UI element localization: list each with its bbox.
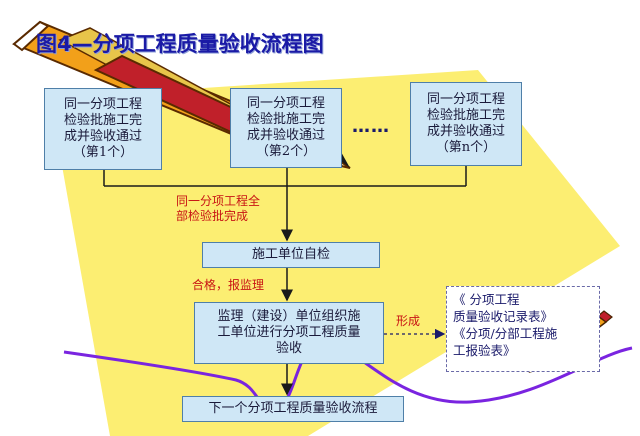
supervision-box-line-2: 工单位进行分项工程质量 xyxy=(217,325,361,340)
batch-box-first-line-3: 成并验收通过 xyxy=(63,129,142,144)
page-title: 图4—分项工程质量验收流程图 xyxy=(36,32,324,56)
label-all-batches-complete: 同一分项工程全 部检验批完成 xyxy=(176,194,260,224)
flow-connectors xyxy=(103,166,467,396)
batch-box-nth-line-4: （第n个） xyxy=(435,140,497,155)
record-box-line-1: 《 分项工程 xyxy=(453,292,520,307)
label-all-batches-complete-line-1: 同一分项工程全 xyxy=(176,194,261,208)
supervision-box-line-3: 验收 xyxy=(275,341,302,356)
record-box-line-4: 工报验表》 xyxy=(453,343,516,358)
batch-box-nth-line-2: 检验批施工完 xyxy=(426,108,505,123)
label-all-batches-complete-line-2: 部检验批完成 xyxy=(176,209,249,223)
batch-box-first: 同一分项工程 检验批施工完 成并验收通过 （第1个） xyxy=(44,88,162,170)
record-box-line-2: 质量验收记录表》 xyxy=(453,309,554,324)
record-box-line-3: 《分项/分部工程施 xyxy=(453,326,558,341)
batch-box-second: 同一分项工程 检验批施工完 成并验收通过 （第2个） xyxy=(230,88,342,168)
batch-box-second-line-4: （第2个） xyxy=(255,144,317,159)
supervision-box-line-1: 监理（建设）单位组织施 xyxy=(217,309,361,324)
batch-box-first-line-1: 同一分项工程 xyxy=(63,97,142,112)
ellipsis-more-batches: …… xyxy=(352,116,390,137)
batch-box-nth-line-3: 成并验收通过 xyxy=(426,124,505,139)
batch-box-second-line-2: 检验批施工完 xyxy=(246,112,325,127)
supervision-acceptance-box: 监理（建设）单位组织施 工单位进行分项工程质量 验收 xyxy=(194,302,384,364)
batch-box-first-line-4: （第1个） xyxy=(72,145,134,160)
batch-box-second-line-3: 成并验收通过 xyxy=(246,128,325,143)
batch-box-second-line-1: 同一分项工程 xyxy=(246,96,325,111)
batch-box-nth: 同一分项工程 检验批施工完 成并验收通过 （第n个） xyxy=(410,82,522,166)
batch-box-first-line-2: 检验批施工完 xyxy=(63,113,142,128)
next-process-box: 下一个分项工程质量验收流程 xyxy=(182,396,404,422)
self-check-box-label: 施工单位自检 xyxy=(251,247,330,262)
record-forms-box: 《 分项工程 质量验收记录表》 《分项/分部工程施 工报验表》 xyxy=(446,286,600,372)
self-check-box: 施工单位自检 xyxy=(202,242,380,268)
next-process-box-label: 下一个分项工程质量验收流程 xyxy=(208,401,378,416)
label-qualified-report: 合格，报监理 xyxy=(192,278,265,292)
label-form: 形成 xyxy=(396,314,421,328)
batch-box-nth-line-1: 同一分项工程 xyxy=(426,92,505,107)
